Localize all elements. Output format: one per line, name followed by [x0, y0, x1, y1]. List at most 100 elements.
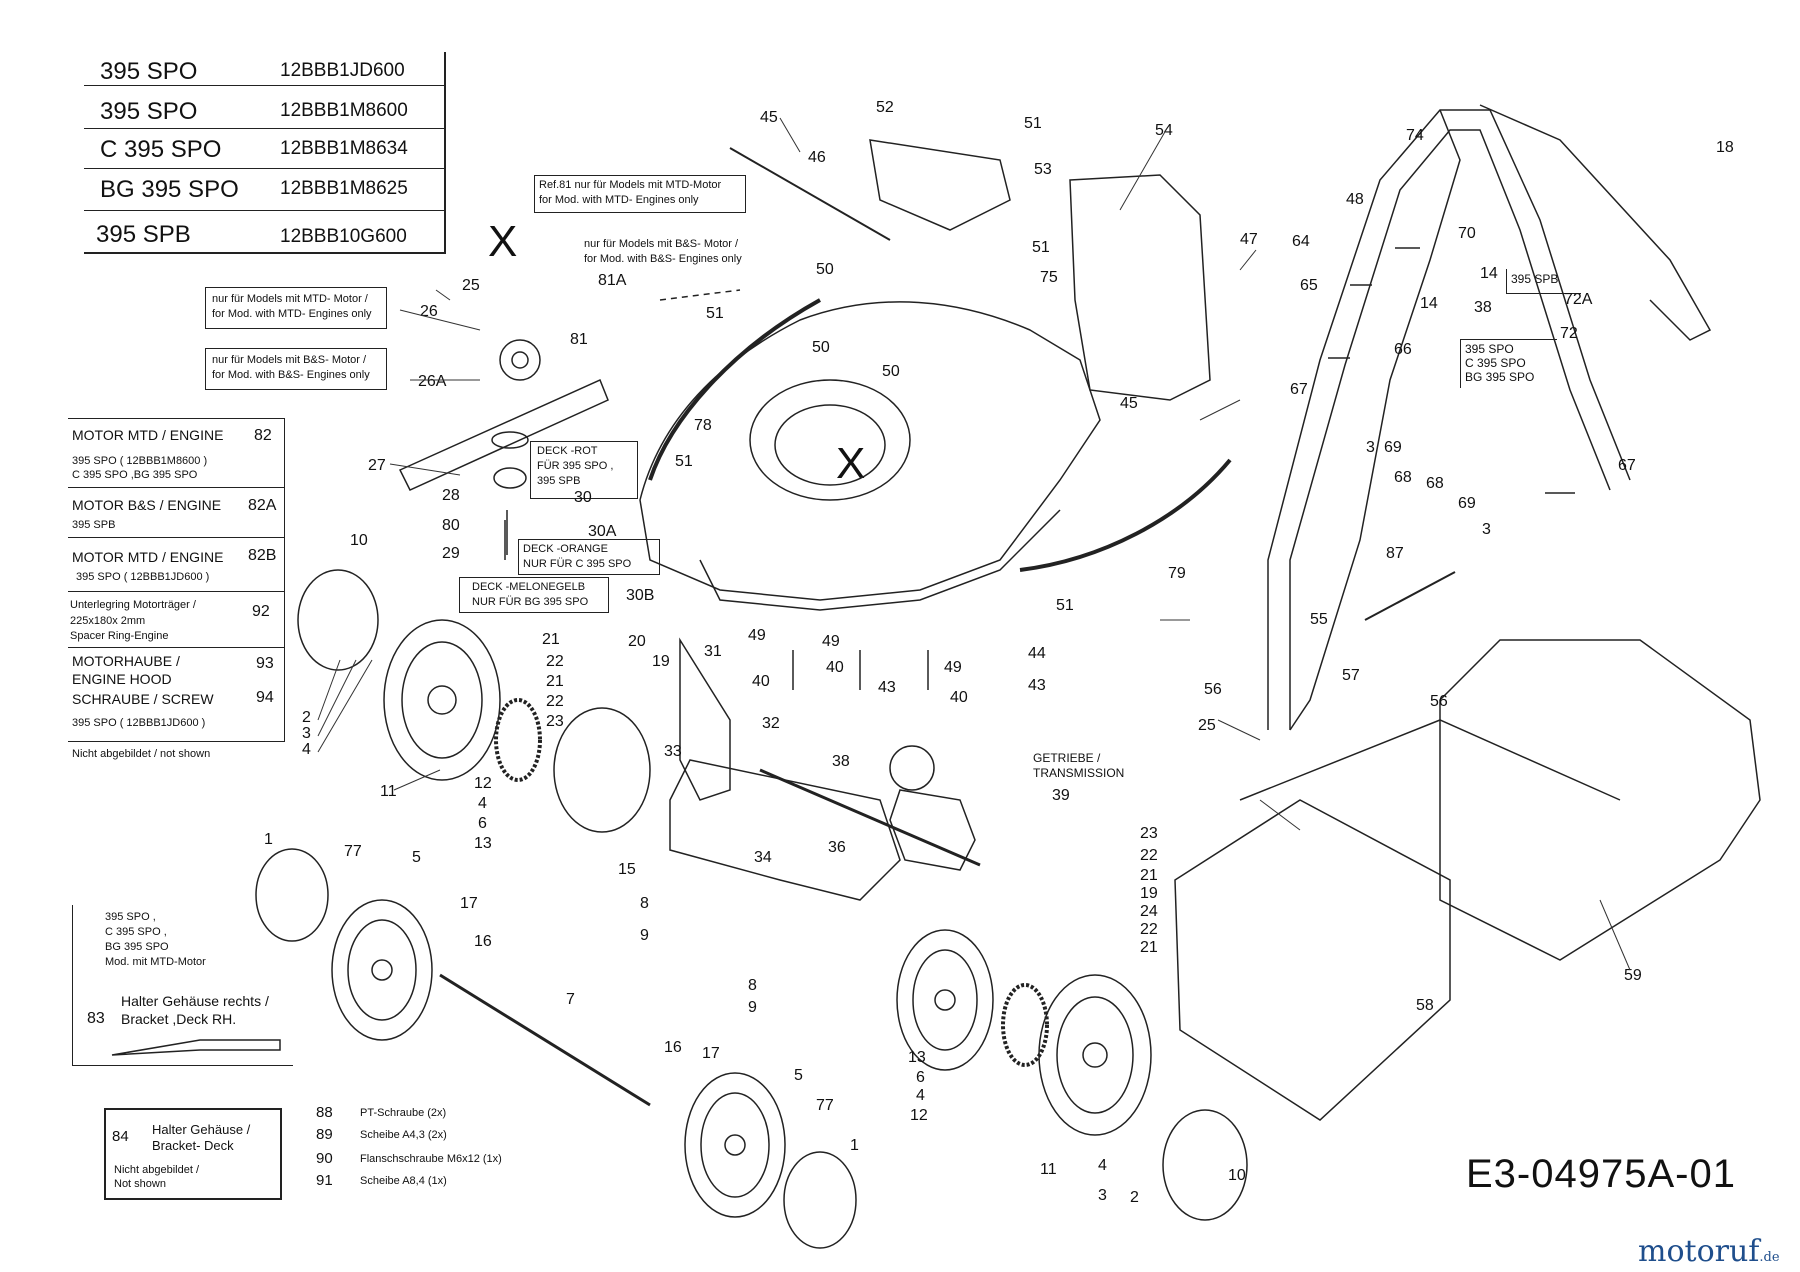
callout: 29	[442, 545, 460, 562]
hubcap	[783, 1151, 857, 1249]
callout: 69	[1458, 495, 1476, 512]
callout: 74	[1406, 127, 1424, 144]
callout: 79	[1168, 565, 1186, 582]
model-code: 12BBB1M8634	[280, 138, 408, 159]
callout: 49	[748, 627, 766, 644]
callout: 58	[1416, 997, 1434, 1014]
callout: 43	[1028, 677, 1046, 694]
not-shown-note: Nicht abgebildet / not shown	[72, 748, 211, 760]
callout: 5	[794, 1067, 803, 1084]
callout: 18	[1716, 139, 1734, 156]
callout: 65	[1300, 277, 1318, 294]
callout: 11	[380, 783, 397, 800]
callout: 45	[760, 109, 778, 126]
callout: 69	[1384, 439, 1402, 456]
gear	[1001, 983, 1049, 1067]
callout: 55	[1310, 611, 1328, 628]
callout: 77	[816, 1097, 834, 1114]
note-line: NUR FÜR C 395 SPO	[523, 558, 632, 570]
rear-axle	[759, 768, 981, 867]
bracket-83-box: 395 SPO , C 395 SPO , BG 395 SPO Mod. mi…	[72, 905, 293, 1066]
callout: 45	[1120, 395, 1138, 412]
callout: 16	[474, 933, 492, 950]
callout: 46	[808, 149, 826, 166]
callout: 53	[1034, 161, 1052, 178]
callout: 66	[1394, 341, 1412, 358]
model-code: 12BBB1M8625	[280, 178, 408, 199]
note-line: Halter Gehäuse rechts /	[121, 993, 269, 1009]
callout: 20	[628, 633, 646, 650]
callout: 4	[478, 795, 487, 812]
legend-title: MOTOR MTD / ENGINE	[72, 549, 224, 565]
callout: 3	[1482, 521, 1491, 538]
callout: 23	[546, 713, 564, 730]
callout: 10	[350, 532, 368, 549]
front-axle	[439, 973, 651, 1107]
engine-legend-table: MOTOR MTD / ENGINE 82 395 SPO ( 12BBB1M8…	[68, 418, 285, 742]
callout: 28	[442, 487, 460, 504]
callout: 9	[640, 927, 649, 944]
note-mtd-pulley: nur für Models mit MTD- Motor / for Mod.…	[205, 287, 387, 329]
callout: 19	[652, 653, 670, 670]
callout: 51	[1056, 597, 1074, 614]
legend-detail: 395 SPO ( 12BBB1M8600 )	[72, 455, 208, 467]
callout: 81	[570, 331, 588, 348]
bracket-84-box: 84 Halter Gehäuse / Bracket- Deck Nicht …	[104, 1108, 282, 1200]
callout: 16	[664, 1039, 682, 1056]
note-line: DECK -ORANGE	[523, 543, 608, 555]
x-mark: X	[488, 217, 517, 266]
note-line: for Mod. with B&S- Engines only	[212, 369, 370, 381]
rear-flap	[869, 139, 1011, 231]
legend-title: MOTOR MTD / ENGINE	[72, 427, 224, 443]
note-bs-pulley: nur für Models mit B&S- Motor / for Mod.…	[205, 348, 387, 390]
rod-46	[729, 147, 891, 241]
blade-assembly	[398, 339, 609, 555]
callout: 22	[1140, 847, 1158, 864]
callout: 50	[812, 339, 830, 356]
callout: 36	[828, 839, 846, 856]
note-spo-box: 395 SPO C 395 SPO BG 395 SPO	[1460, 339, 1557, 388]
legend-detail: 395 SPO ( 12BBB1JD600 )	[72, 717, 206, 729]
note-line: 395 SPO ,	[105, 911, 156, 923]
note-line: 395 SPO	[1465, 342, 1514, 356]
model-name: 395 SPB	[96, 221, 191, 248]
callout: 56	[1430, 693, 1448, 710]
part-ref: 89	[316, 1126, 333, 1143]
callout: 43	[878, 679, 896, 696]
callout: 6	[478, 815, 487, 832]
note-deck-rot: DECK -ROT FÜR 395 SPO , 395 SPB	[530, 441, 638, 499]
hubcap	[553, 707, 651, 833]
callout: 14	[1480, 265, 1498, 282]
callout: 3	[302, 725, 311, 742]
note-line: Halter Gehäuse /	[152, 1122, 251, 1137]
callout: 19	[1140, 885, 1158, 902]
bracket-83-ref: 83	[87, 1010, 105, 1027]
transmission	[889, 789, 976, 871]
callout: 38	[832, 753, 850, 770]
hubcap	[1162, 1109, 1248, 1221]
wheel	[684, 1072, 786, 1218]
callout: 68	[1394, 469, 1412, 486]
callout: 15	[618, 861, 636, 878]
callout: 21	[546, 673, 564, 690]
note-line: Nicht abgebildet /	[114, 1164, 199, 1176]
model-code: 12BBB10G600	[280, 226, 407, 247]
note-line: Mod. mit MTD-Motor	[105, 956, 206, 968]
note-line: DECK -MELONEGELB	[472, 581, 586, 593]
legend-detail: Spacer Ring-Engine	[70, 630, 169, 642]
callout: 77	[344, 843, 362, 860]
callout: 21	[1140, 939, 1158, 956]
callout: 80	[442, 517, 460, 534]
callout: 5	[412, 849, 421, 866]
note-line: Bracket- Deck	[152, 1138, 234, 1153]
model-table: 395 SPO 12BBB1JD600 395 SPO 12BBB1M8600 …	[84, 52, 446, 254]
callout: 38	[1474, 299, 1492, 316]
part-label: Scheibe A4,3 (2x)	[360, 1129, 447, 1141]
model-name: 395 SPO	[100, 58, 198, 85]
callout: 24	[1140, 903, 1158, 920]
callout: 1	[264, 831, 273, 848]
callout: 67	[1290, 381, 1308, 398]
note-line: NUR FÜR BG 395 SPO	[472, 596, 589, 608]
callout: 40	[752, 673, 770, 690]
